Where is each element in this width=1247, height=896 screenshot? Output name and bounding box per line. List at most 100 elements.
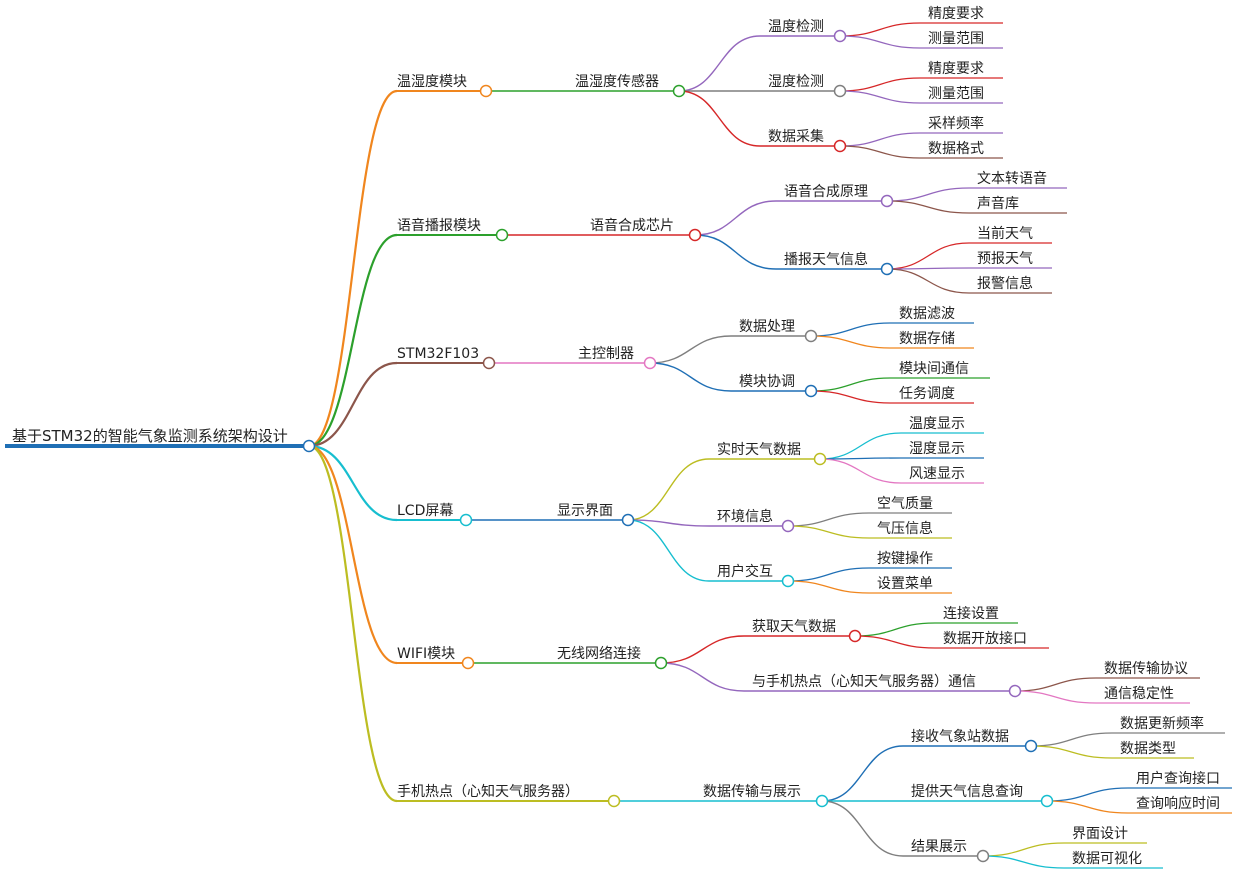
topic-connector	[821, 800, 904, 857]
subtopic-label: 数据传输与展示	[703, 784, 801, 800]
topic-label: 与手机热点（心知天气服务器）通信	[752, 673, 976, 690]
leaf-label: 测量范围	[928, 30, 984, 47]
subtopic-label: 显示界面	[557, 503, 613, 519]
leaf-label: 测量范围	[928, 85, 984, 102]
topic-connector	[660, 662, 745, 692]
branch-connector	[308, 444, 398, 665]
leaf-label: 报警信息	[977, 275, 1033, 292]
leaf-label: 数据开放接口	[943, 630, 1027, 647]
topic-connector	[627, 519, 710, 582]
subtopic-label: 语音合成芯片	[590, 217, 674, 234]
topic-node[interactable]	[804, 329, 818, 343]
topic-node[interactable]	[1040, 794, 1054, 808]
leaf-connector	[819, 457, 902, 460]
leaf-label: 界面设计	[1072, 826, 1128, 842]
leaf-label: 精度要求	[928, 61, 984, 77]
leaf-connector	[1014, 690, 1097, 704]
topic-node[interactable]	[976, 849, 990, 863]
leaf-connector	[787, 580, 870, 594]
leaf-label: 精度要求	[928, 6, 984, 22]
topic-label: 结果展示	[911, 839, 967, 855]
subtopic-node[interactable]	[654, 656, 668, 670]
branch-label: WIFI模块	[397, 646, 455, 662]
leaf-label: 数据传输协议	[1104, 661, 1188, 677]
leaf-connector	[810, 322, 892, 337]
leaf-connector	[854, 635, 936, 649]
subtopic-node[interactable]	[815, 794, 829, 808]
topic-node[interactable]	[1024, 739, 1038, 753]
branch-node[interactable]	[479, 84, 493, 98]
topic-connector	[678, 35, 761, 92]
topic-connector	[627, 519, 710, 527]
topic-label: 获取天气数据	[752, 619, 836, 635]
leaf-connector	[886, 268, 970, 294]
topic-node[interactable]	[880, 194, 894, 208]
leaf-connector	[819, 432, 902, 460]
subtopic-node[interactable]	[688, 228, 702, 242]
leaf-connector	[1030, 745, 1113, 759]
branch-node[interactable]	[495, 228, 509, 242]
topic-label: 数据处理	[739, 319, 795, 335]
leaf-connector	[886, 187, 970, 202]
branch-node[interactable]	[461, 656, 475, 670]
leaf-connector	[787, 567, 870, 582]
branch-label: 手机热点（心知天气服务器）	[397, 783, 579, 800]
branch-connector	[308, 233, 398, 448]
subtopic-node[interactable]	[643, 356, 657, 370]
topic-connector	[627, 458, 710, 521]
subtopic-label: 主控制器	[578, 346, 634, 362]
leaf-label: 当前天气	[977, 225, 1033, 242]
branch-connector	[308, 361, 398, 448]
branch-label: 温湿度模块	[397, 74, 467, 90]
leaf-label: 用户查询接口	[1136, 770, 1220, 787]
branch-node[interactable]	[482, 356, 496, 370]
topic-connector	[694, 200, 777, 236]
branch-node[interactable]	[459, 513, 473, 527]
topic-label: 语音合成原理	[784, 183, 868, 200]
topic-label: 接收气象站数据	[911, 728, 1009, 745]
branch-label: 语音播报模块	[397, 217, 481, 234]
leaf-connector	[839, 145, 921, 159]
leaf-label: 数据滤波	[899, 306, 955, 322]
topic-node[interactable]	[833, 139, 847, 153]
leaf-label: 数据可视化	[1072, 851, 1142, 867]
root-node[interactable]	[302, 439, 316, 453]
topic-label: 用户交互	[717, 563, 773, 580]
leaf-connector	[1046, 800, 1129, 814]
leaf-connector	[854, 622, 936, 637]
subtopic-node[interactable]	[672, 84, 686, 98]
leaf-connector	[1046, 787, 1129, 802]
leaf-connector	[787, 525, 870, 539]
leaf-connector	[886, 267, 970, 270]
topic-node[interactable]	[880, 262, 894, 276]
topic-node[interactable]	[781, 574, 795, 588]
leaf-connector	[982, 855, 1065, 869]
leaf-connector	[810, 390, 892, 404]
topic-label: 湿度检测	[768, 74, 824, 90]
topic-node[interactable]	[833, 29, 847, 43]
branch-connector	[308, 444, 398, 522]
leaf-connector	[810, 335, 892, 349]
leaf-label: 预报天气	[977, 251, 1033, 267]
topic-node[interactable]	[804, 384, 818, 398]
leaf-label: 任务调度	[899, 386, 955, 402]
topic-node[interactable]	[813, 452, 827, 466]
leaf-connector	[982, 842, 1065, 857]
branch-connector	[308, 89, 398, 448]
topic-connector	[660, 635, 745, 664]
leaf-connector	[1030, 732, 1113, 747]
topic-connector	[678, 90, 761, 147]
branch-node[interactable]	[607, 794, 621, 808]
topic-node[interactable]	[833, 84, 847, 98]
topic-node[interactable]	[1008, 684, 1022, 698]
leaf-label: 风速显示	[909, 466, 965, 482]
topic-node[interactable]	[781, 519, 795, 533]
topic-label: 实时天气数据	[717, 442, 801, 458]
leaf-label: 数据类型	[1120, 741, 1176, 757]
topic-node[interactable]	[848, 629, 862, 643]
leaf-label: 数据格式	[928, 141, 984, 157]
leaf-label: 通信稳定性	[1104, 686, 1174, 702]
subtopic-node[interactable]	[621, 513, 635, 527]
topic-label: 提供天气信息查询	[911, 783, 1023, 800]
